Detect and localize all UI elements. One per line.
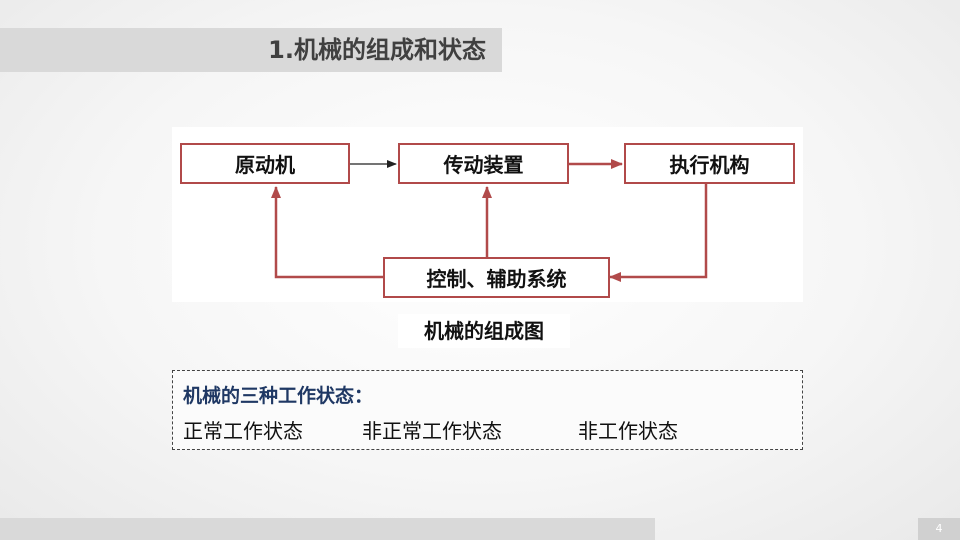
node-control-system-label: 控制、辅助系统 [426,267,567,291]
node-prime-mover: 原动机 [180,143,350,184]
state-abnormal: 非正常工作状态 [362,419,502,443]
page-number: 4 [918,518,960,540]
state-normal: 正常工作状态 [183,419,303,443]
state-non-working: 非工作状态 [578,419,678,443]
edge-control-to-prime [271,186,383,279]
node-control-system: 控制、辅助系统 [383,257,610,298]
composition-diagram: 原动机 传动装置 执行机构 控制、辅助系统 [172,127,803,302]
slide-title: 1.机械的组成和状态 [268,36,486,64]
diagram-connectors [271,159,708,282]
node-prime-mover-label: 原动机 [235,153,295,177]
states-heading: 机械的三种工作状态： [183,385,374,407]
node-transmission-label: 传动装置 [443,153,524,177]
footer-bar [0,518,655,540]
title-bar: 1.机械的组成和状态 [0,28,502,72]
diagram-caption: 机械的组成图 [398,314,570,348]
working-states-box: 机械的三种工作状态： 正常工作状态 非正常工作状态 非工作状态 [172,370,803,450]
edge-actuator-to-control [609,184,708,282]
node-transmission: 传动装置 [398,143,569,184]
node-actuator: 执行机构 [624,143,795,184]
node-actuator-label: 执行机构 [669,153,750,177]
